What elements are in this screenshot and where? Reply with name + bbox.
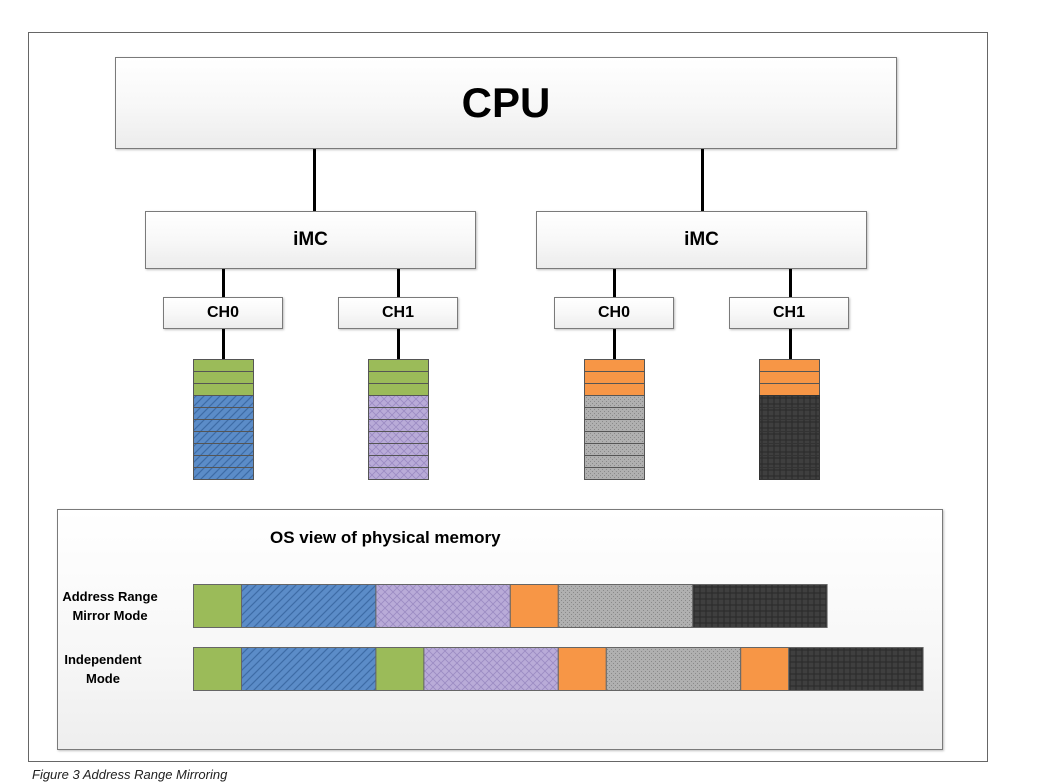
cpu-imc-connector-left <box>313 149 316 211</box>
memory-map-independent-mode <box>193 647 924 691</box>
memory-map-segment-dark <box>692 584 828 628</box>
memory-slot <box>584 443 645 456</box>
memory-map-mirror-mode <box>193 584 828 628</box>
channel-box-ch0-right: CH0 <box>554 297 674 329</box>
memory-slot <box>759 467 820 480</box>
memory-slot <box>759 455 820 468</box>
memory-slot <box>368 431 429 444</box>
memory-map-segment-gray <box>605 647 742 691</box>
imc-label: iMC <box>293 229 328 250</box>
imc-box-right: iMC <box>536 211 867 269</box>
imc-ch-connector <box>397 269 400 297</box>
row-label-line: Mode <box>86 671 120 686</box>
memory-slot <box>759 395 820 408</box>
memory-map-segment-orange <box>509 584 559 628</box>
channel-label: CH0 <box>597 304 630 321</box>
memory-slot <box>368 455 429 468</box>
memory-map-segment-green <box>193 584 242 628</box>
memory-slot <box>584 467 645 480</box>
memory-slot <box>584 395 645 408</box>
memory-slot <box>193 455 254 468</box>
memory-slot <box>368 407 429 420</box>
imc-box-left: iMC <box>145 211 476 269</box>
mirrored-memory-slot <box>584 359 645 372</box>
memory-slot <box>368 443 429 456</box>
memory-map-segment-green <box>193 647 242 691</box>
mirrored-memory-slot <box>368 371 429 384</box>
channel-label: CH1 <box>772 304 805 321</box>
mirrored-memory-slot <box>193 371 254 384</box>
memory-map-segment-gray <box>557 584 694 628</box>
mirrored-memory-slot <box>193 383 254 396</box>
channel-label: CH1 <box>381 304 414 321</box>
memory-map-segment-green <box>375 647 425 691</box>
row-label-mirror-mode: Address Range Mirror Mode <box>45 587 175 625</box>
memory-slot <box>759 443 820 456</box>
mirrored-memory-slot <box>193 359 254 372</box>
row-label-line: Address Range <box>62 589 158 604</box>
imc-ch-connector <box>222 269 225 297</box>
imc-ch-connector <box>613 269 616 297</box>
memory-map-segment-purple <box>375 584 511 628</box>
mirrored-memory-slot <box>759 371 820 384</box>
mirrored-memory-slot <box>368 359 429 372</box>
memory-slot <box>584 419 645 432</box>
memory-map-segment-dark <box>788 647 924 691</box>
row-label-independent-mode: Independent Mode <box>38 650 168 688</box>
imc-ch-connector <box>789 269 792 297</box>
memory-slot <box>759 431 820 444</box>
memory-stack-imc1-ch1 <box>368 359 429 480</box>
channel-box-ch1-right: CH1 <box>729 297 849 329</box>
memory-slot <box>368 467 429 480</box>
memory-map-segment-orange <box>740 647 790 691</box>
memory-slot <box>584 407 645 420</box>
memory-slot <box>584 431 645 444</box>
mirrored-memory-slot <box>759 383 820 396</box>
memory-slot <box>368 395 429 408</box>
memory-map-segment-blue <box>241 584 377 628</box>
channel-box-ch1-left: CH1 <box>338 297 458 329</box>
ch-dimm-connector <box>222 329 225 360</box>
figure-frame <box>28 32 988 762</box>
memory-slot <box>584 455 645 468</box>
memory-slot <box>193 395 254 408</box>
mirrored-memory-slot <box>584 383 645 396</box>
memory-slot <box>193 407 254 420</box>
os-view-title: OS view of physical memory <box>270 528 501 547</box>
imc-label: iMC <box>684 229 719 250</box>
memory-stack-imc1-ch0 <box>193 359 254 480</box>
row-label-line: Independent <box>64 652 142 667</box>
memory-stack-imc2-ch0 <box>584 359 645 480</box>
ch-dimm-connector <box>613 329 616 360</box>
memory-slot <box>759 419 820 432</box>
memory-slot <box>193 443 254 456</box>
cpu-imc-connector-right <box>701 149 704 211</box>
channel-label: CH0 <box>206 304 239 321</box>
memory-map-segment-purple <box>423 647 559 691</box>
memory-slot <box>193 467 254 480</box>
memory-slot <box>368 419 429 432</box>
figure-caption: Figure 3 Address Range Mirroring <box>32 767 228 782</box>
memory-slot <box>759 407 820 420</box>
memory-stack-imc2-ch1 <box>759 359 820 480</box>
cpu-label: CPU <box>461 79 551 126</box>
ch-dimm-connector <box>789 329 792 360</box>
mirrored-memory-slot <box>368 383 429 396</box>
ch-dimm-connector <box>397 329 400 360</box>
channel-box-ch0-left: CH0 <box>163 297 283 329</box>
mirrored-memory-slot <box>584 371 645 384</box>
memory-map-segment-blue <box>241 647 377 691</box>
cpu-box: CPU <box>115 57 897 149</box>
mirrored-memory-slot <box>759 359 820 372</box>
memory-slot <box>193 419 254 432</box>
row-label-line: Mirror Mode <box>72 608 148 623</box>
os-view-panel <box>57 509 943 750</box>
memory-map-segment-orange <box>557 647 607 691</box>
memory-slot <box>193 431 254 444</box>
